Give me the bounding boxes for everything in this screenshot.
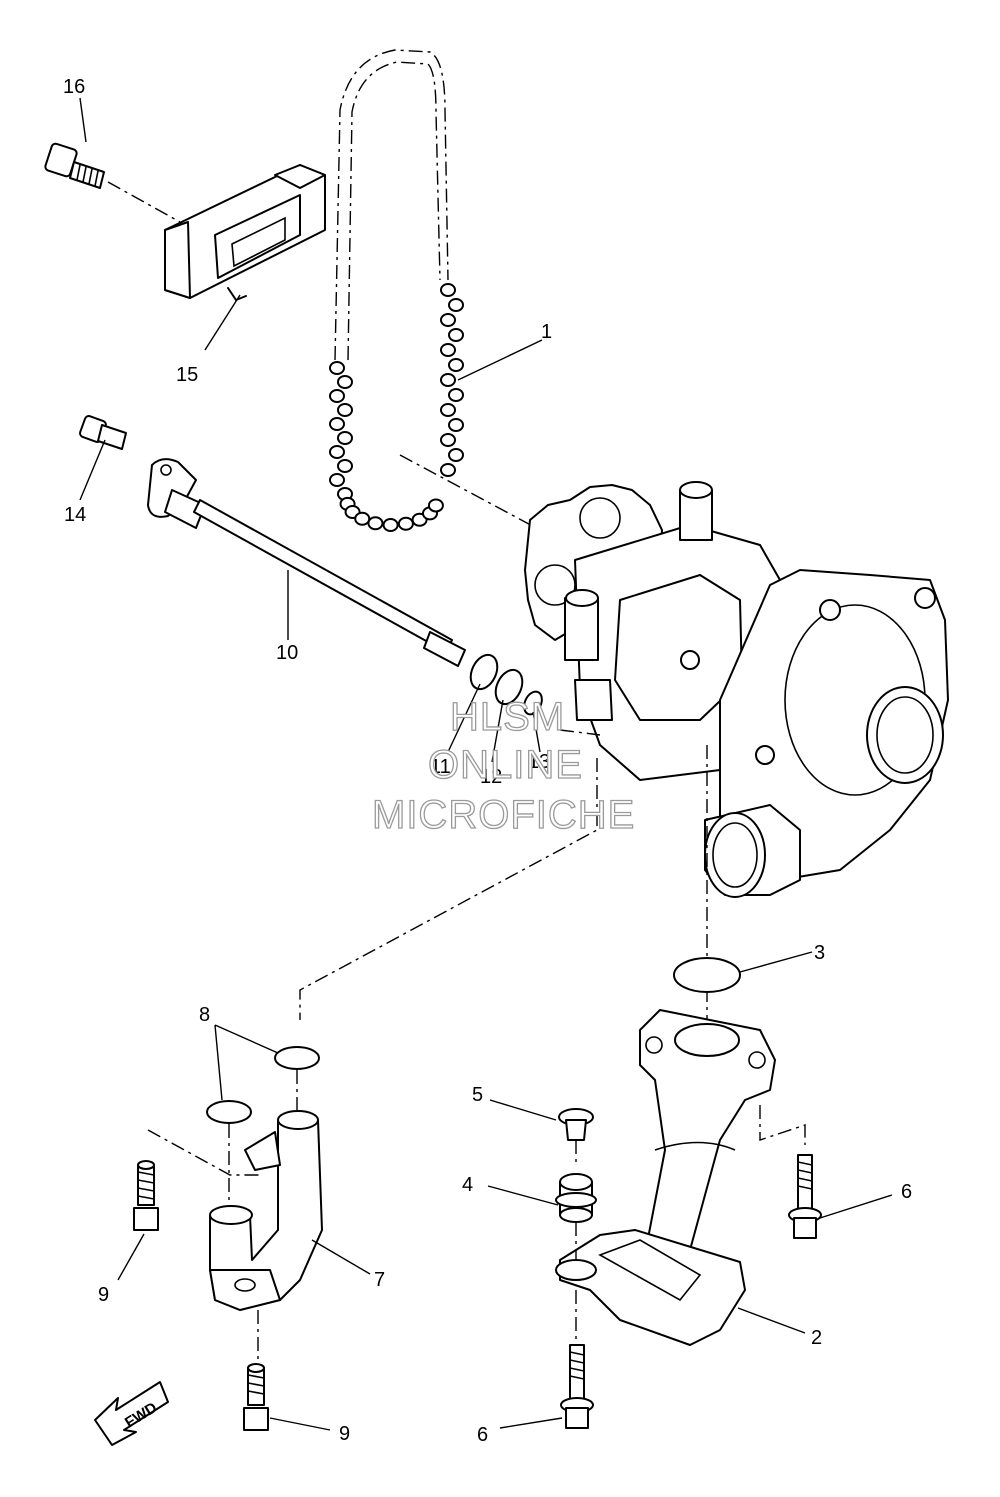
callouts: 16 15 1 14 10 11 12 13 3 8 5 4 6 7 9 2 9… — [63, 76, 912, 1446]
chain-link — [329, 389, 345, 403]
callout-9-upper: 9 — [98, 1284, 109, 1306]
part-8-oring-b — [206, 1100, 252, 1124]
chain-link — [448, 328, 464, 342]
centerline-8 — [299, 758, 598, 1020]
chain-link — [448, 448, 464, 462]
part-8-oring-a — [274, 1046, 320, 1070]
part-9-bolt-lower — [243, 1363, 269, 1431]
chain-link — [440, 433, 456, 447]
part-6-bolt-upper — [788, 1154, 822, 1239]
part-13-oring — [523, 690, 543, 716]
part-11-oring — [469, 653, 499, 691]
part-16-bolt — [44, 142, 105, 189]
chain-link — [440, 403, 456, 417]
callout-3: 3 — [814, 942, 825, 964]
chain-link — [329, 473, 345, 487]
leader-lines — [79, 97, 893, 1431]
chain-link — [397, 516, 414, 531]
part-15-chain-guide — [164, 164, 326, 301]
callout-6-lower: 6 — [477, 1424, 488, 1446]
part-12-oring — [494, 668, 524, 706]
part-14-screw — [79, 415, 127, 450]
chain-link — [440, 343, 456, 357]
chain-link — [448, 298, 464, 312]
chain-link — [367, 516, 384, 531]
chain-link — [448, 418, 464, 432]
chain-link — [337, 459, 353, 473]
callout-1: 1 — [541, 321, 552, 343]
chain-link — [337, 375, 353, 389]
callout-6-upper: 6 — [901, 1181, 912, 1203]
oil-pump-assembly — [524, 481, 949, 898]
part-9-bolt-upper — [133, 1160, 159, 1231]
chain-link — [382, 517, 399, 532]
callout-11: 11 — [430, 756, 451, 778]
chain-link — [440, 373, 456, 387]
callout-9-lower: 9 — [339, 1423, 350, 1445]
chain-link — [337, 403, 353, 417]
callout-14: 14 — [64, 504, 86, 526]
centerline-8b — [228, 1070, 298, 1200]
chain-link — [440, 463, 456, 477]
callout-16: 16 — [63, 76, 85, 98]
chain-link — [329, 445, 345, 459]
part-2-strainer — [555, 1009, 776, 1346]
callout-7: 7 — [374, 1269, 385, 1291]
part-10-pipe — [147, 458, 466, 667]
centerline-16 — [107, 181, 181, 223]
callout-2: 2 — [811, 1327, 822, 1349]
callout-8: 8 — [199, 1004, 210, 1026]
watermark-line-2: ONLINE — [427, 743, 583, 787]
chain-link — [448, 358, 464, 372]
callout-4: 4 — [462, 1174, 473, 1196]
centerline-6-upper — [759, 1105, 806, 1145]
part-3-oring — [673, 957, 741, 993]
callout-13: 13 — [528, 751, 550, 773]
part-4-grommet — [555, 1173, 597, 1223]
chain-link — [440, 313, 456, 327]
chain-link — [354, 511, 371, 526]
chain-link — [337, 431, 353, 445]
part-5-collar — [558, 1108, 594, 1141]
chain-link — [329, 417, 345, 431]
callout-12: 12 — [480, 766, 502, 788]
chain-link — [440, 283, 456, 297]
chain-link — [448, 388, 464, 402]
chain-link — [427, 498, 444, 513]
watermark-line-1: HLSM — [449, 695, 566, 739]
chain-link — [329, 361, 345, 375]
part-1-chain — [329, 49, 464, 532]
callout-10: 10 — [276, 642, 298, 664]
callout-15: 15 — [176, 364, 198, 386]
part-7-pipe — [209, 1110, 323, 1311]
part-6-bolt-lower — [560, 1344, 594, 1429]
centerline-9-upper — [147, 1129, 262, 1176]
fwd-arrow-icon: FWD — [94, 1381, 169, 1446]
watermark-line-3: MICROFICHE — [371, 793, 636, 837]
callout-5: 5 — [472, 1084, 483, 1106]
